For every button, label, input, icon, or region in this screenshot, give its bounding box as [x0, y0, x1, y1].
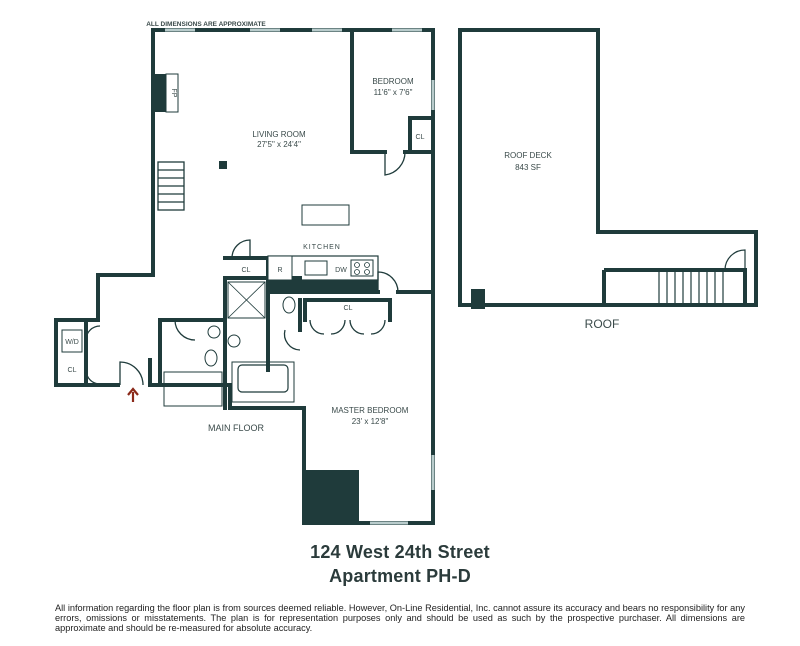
hall-bath-door [174, 319, 196, 341]
main-floor-label: MAIN FLOOR [208, 423, 265, 433]
address-line1: 124 West 24th Street [310, 542, 490, 562]
toilet [282, 296, 296, 314]
fireplace-label: FP [170, 89, 177, 98]
wd-door-swing [85, 325, 101, 385]
entry-door-swing [119, 361, 144, 386]
cl-door-swing [231, 239, 251, 259]
roof-deck-area: 843 SF [515, 163, 541, 172]
roof-stairs [658, 272, 724, 303]
hall-toilet [204, 349, 218, 367]
roof-door-swing [724, 249, 746, 271]
master-closet-doors [309, 319, 386, 335]
address-line2: Apartment PH-D [329, 566, 471, 586]
stairs-main [157, 161, 185, 211]
bedroom-name: BEDROOM [372, 77, 414, 86]
fireplace [155, 74, 166, 112]
living-room-name: LIVING ROOM [252, 130, 306, 139]
wd-label: W/D [65, 339, 79, 346]
hall-bath-walls [158, 318, 227, 387]
master-bedroom-name: MASTER BEDROOM [332, 406, 409, 415]
dimensions-note: ALL DIMENSIONS ARE APPROXIMATE [146, 21, 266, 28]
master-shaft [304, 470, 359, 523]
kitchen-island [301, 204, 350, 226]
dishwasher-label: DW [335, 267, 347, 274]
roof-label: ROOF [585, 317, 620, 331]
master-closet [303, 298, 392, 322]
living-room-dims: 27'5" x 24'4" [257, 140, 301, 149]
wd-closet-label: CL [68, 367, 77, 374]
column [219, 161, 227, 169]
bath-walls [223, 276, 302, 410]
shower [227, 281, 266, 319]
kitchen-door-swing [377, 271, 399, 293]
fireplace-hearth [165, 73, 179, 113]
hall-sink [207, 325, 221, 339]
wd-unit [61, 329, 83, 353]
entry-arrow-icon [127, 387, 139, 402]
refrigerator [267, 255, 293, 281]
stove-icon [350, 259, 374, 277]
fridge-label: R [277, 267, 282, 274]
counter-base [268, 280, 378, 292]
bath-door-swing [283, 329, 301, 351]
disclaimer: All information regarding the floor plan… [55, 603, 745, 633]
hall-shower [163, 371, 223, 407]
sink-icon [304, 260, 328, 276]
roof-deck-outline [458, 28, 758, 307]
bathtub [237, 364, 289, 393]
bedroom-closet [408, 116, 435, 154]
bedroom-closet-label: CL [416, 134, 425, 141]
bedroom-dims: 11'6" x 7'6" [374, 88, 413, 97]
main-floor-outline [54, 28, 435, 525]
bedroom-door-swing [384, 151, 406, 176]
roof-deck-name: ROOF DECK [504, 151, 552, 160]
roof-vent [471, 289, 485, 309]
master-bedroom-dims: 23' x 12'8" [352, 417, 389, 426]
closet-label: CL [242, 267, 251, 274]
master-closet-label: CL [344, 305, 353, 312]
bath-sink [227, 334, 241, 348]
kitchen-label: KITCHEN [303, 244, 341, 251]
